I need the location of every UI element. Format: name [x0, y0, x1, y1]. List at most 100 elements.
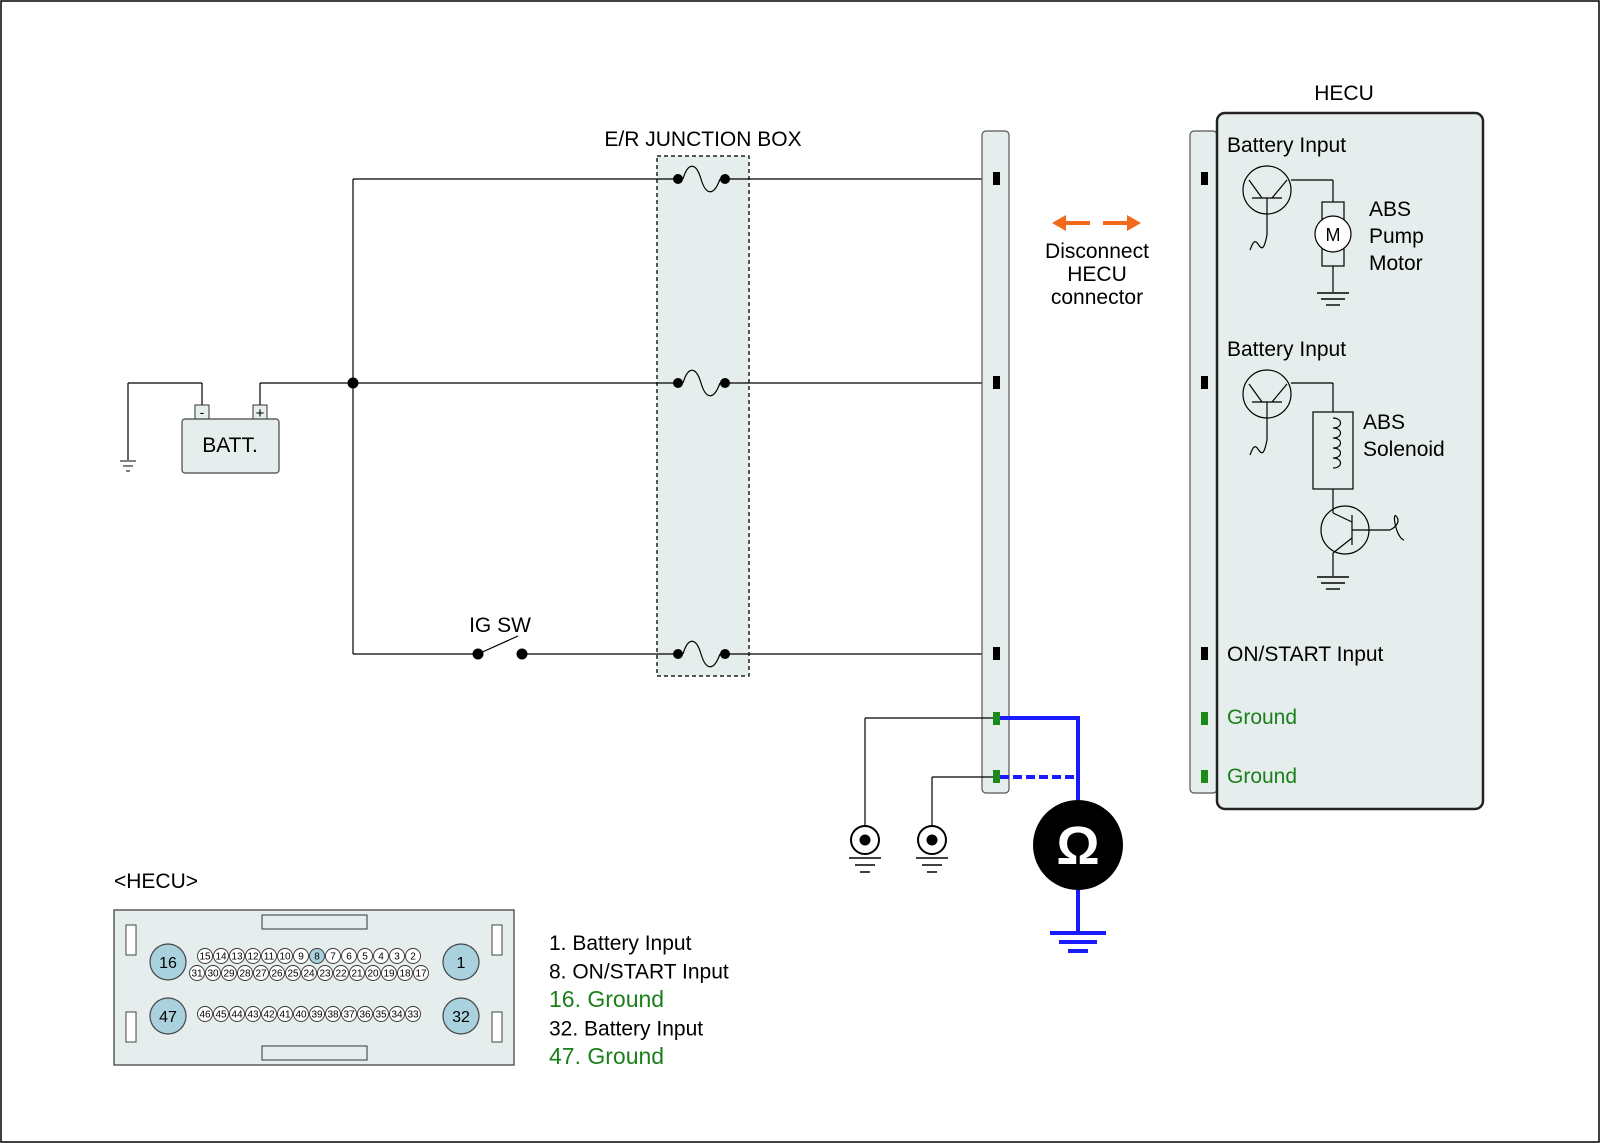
- transistor-icon: [1242, 369, 1292, 456]
- connector-pin: 30: [205, 965, 221, 981]
- hecu-battery-input-2: Battery Input: [1227, 338, 1346, 361]
- motor-symbol: M: [1326, 225, 1341, 245]
- connector-pin-label: 9: [298, 952, 304, 963]
- connector-pin: 42: [261, 1006, 277, 1022]
- connector-pin: 36: [357, 1006, 373, 1022]
- connector-pin: 38: [325, 1006, 341, 1022]
- connector-pin-label: 27: [255, 969, 267, 980]
- connector-pin-label: 25: [287, 969, 299, 980]
- hecu-module: HECU Battery Input Battery Input ON/STAR…: [1189, 82, 1485, 811]
- connector-pin-label: 39: [311, 1010, 323, 1021]
- pump-label-line1: ABS: [1369, 198, 1411, 221]
- hecu-ground-2: Ground: [1227, 765, 1297, 788]
- connector-pin: 20: [365, 965, 381, 981]
- solenoid-label-line1: ABS: [1363, 411, 1405, 434]
- connector-pin: 7: [325, 948, 341, 964]
- ground-icon: [849, 825, 881, 873]
- connector-pin-label: 37: [343, 1010, 355, 1021]
- connector-pin: 40: [293, 1006, 309, 1022]
- connector-pin: 18: [397, 965, 413, 981]
- connector-pin-label: 22: [335, 969, 347, 980]
- connector-pin: 29: [221, 965, 237, 981]
- legend-item: 16. Ground: [549, 986, 664, 1012]
- solenoid-label-line2: Solenoid: [1363, 438, 1445, 461]
- connector-corner-pin: 16: [149, 943, 187, 981]
- connector-pin: 28: [237, 965, 253, 981]
- connector-pin-label: 18: [399, 969, 411, 980]
- connector-corner-pin: 32: [442, 997, 480, 1035]
- connector-pin-label: 2: [410, 952, 416, 963]
- motor-icon: M: [1314, 201, 1352, 267]
- connector-pin-label: 35: [375, 1010, 387, 1021]
- connector-pin-label: 40: [295, 1010, 307, 1021]
- connector-pin-label: 19: [383, 969, 395, 980]
- junction-box: E/R JUNCTION BOX: [604, 128, 802, 677]
- harness-connector: [981, 130, 1010, 794]
- fuse: [673, 369, 730, 397]
- connector-pin: 6: [341, 948, 357, 964]
- chassis-grounds: [864, 717, 993, 828]
- connector-pin-label: 12: [247, 952, 259, 963]
- disconnect-text-line2: HECU: [1067, 263, 1127, 286]
- connector-pin-label: 13: [231, 952, 243, 963]
- connector-pin-label: 46: [199, 1010, 211, 1021]
- ground-icon: [916, 825, 948, 873]
- connector-pin-label: 6: [346, 952, 352, 963]
- connector-pin: 24: [301, 965, 317, 981]
- connector-pin: 21: [349, 965, 365, 981]
- connector-pin: 43: [245, 1006, 261, 1022]
- battery-negative-label: -: [200, 404, 205, 420]
- pump-label-line2: Pump: [1369, 225, 1424, 248]
- hecu-battery-input-1: Battery Input: [1227, 134, 1346, 157]
- connector-pin-label: 41: [279, 1010, 291, 1021]
- connector-pin: 14: [213, 948, 229, 964]
- fuse: [673, 165, 730, 193]
- connector-corner-pin: 47: [149, 997, 187, 1035]
- hecu-on-start-input: ON/START Input: [1227, 643, 1384, 666]
- connector-pin-label: 4: [378, 952, 384, 963]
- connector-pin: 39: [309, 1006, 325, 1022]
- connector-pin: 4: [373, 948, 389, 964]
- connector-pin: 17: [413, 965, 429, 981]
- connector-pin: 19: [381, 965, 397, 981]
- connector-pin-label: 31: [191, 969, 203, 980]
- connector-pin: 33: [405, 1006, 421, 1022]
- connector-pin: 46: [197, 1006, 213, 1022]
- connector-pin: 34: [389, 1006, 405, 1022]
- connector-pin: 35: [373, 1006, 389, 1022]
- connector-pin-label: 8: [314, 952, 320, 963]
- connector-pin: 10: [277, 948, 293, 964]
- connector-pin: 44: [229, 1006, 245, 1022]
- connector-pin: 45: [213, 1006, 229, 1022]
- pump-label-line3: Motor: [1369, 252, 1423, 275]
- legend-item: 32. Battery Input: [549, 1018, 703, 1041]
- svg-text:32: 32: [452, 1009, 470, 1026]
- ohm-icon: Ω: [1056, 816, 1099, 876]
- arrow-right-icon: [1103, 215, 1141, 231]
- disconnect-text-line1: Disconnect: [1045, 240, 1149, 263]
- connector-pin: 15: [197, 948, 213, 964]
- connector-pin: 13: [229, 948, 245, 964]
- connector-pin: 23: [317, 965, 333, 981]
- ground-icon: [1317, 292, 1349, 306]
- wires: [260, 178, 990, 655]
- ig-switch-label: IG SW: [469, 614, 531, 637]
- connector-pin-label: 42: [263, 1010, 275, 1021]
- connector-corner-pin: 1: [442, 943, 480, 981]
- connector-pin-label: 14: [215, 952, 227, 963]
- ground-icon: [1317, 576, 1349, 590]
- connector-pin-label: 11: [264, 952, 275, 963]
- connector-pin-label: 29: [223, 969, 235, 980]
- svg-text:1: 1: [457, 955, 466, 972]
- connector-pin-label: 10: [279, 952, 291, 963]
- connector-pin: 41: [277, 1006, 293, 1022]
- ig-switch: IG SW: [469, 614, 531, 660]
- connector-pin-label: 45: [215, 1010, 227, 1021]
- connector-title: <HECU>: [114, 870, 198, 893]
- connector-pin: 5: [357, 948, 373, 964]
- disconnect-annotation: Disconnect HECU connector: [1045, 215, 1149, 309]
- connector-pin-label: 24: [303, 969, 315, 980]
- connector-pin: 12: [245, 948, 261, 964]
